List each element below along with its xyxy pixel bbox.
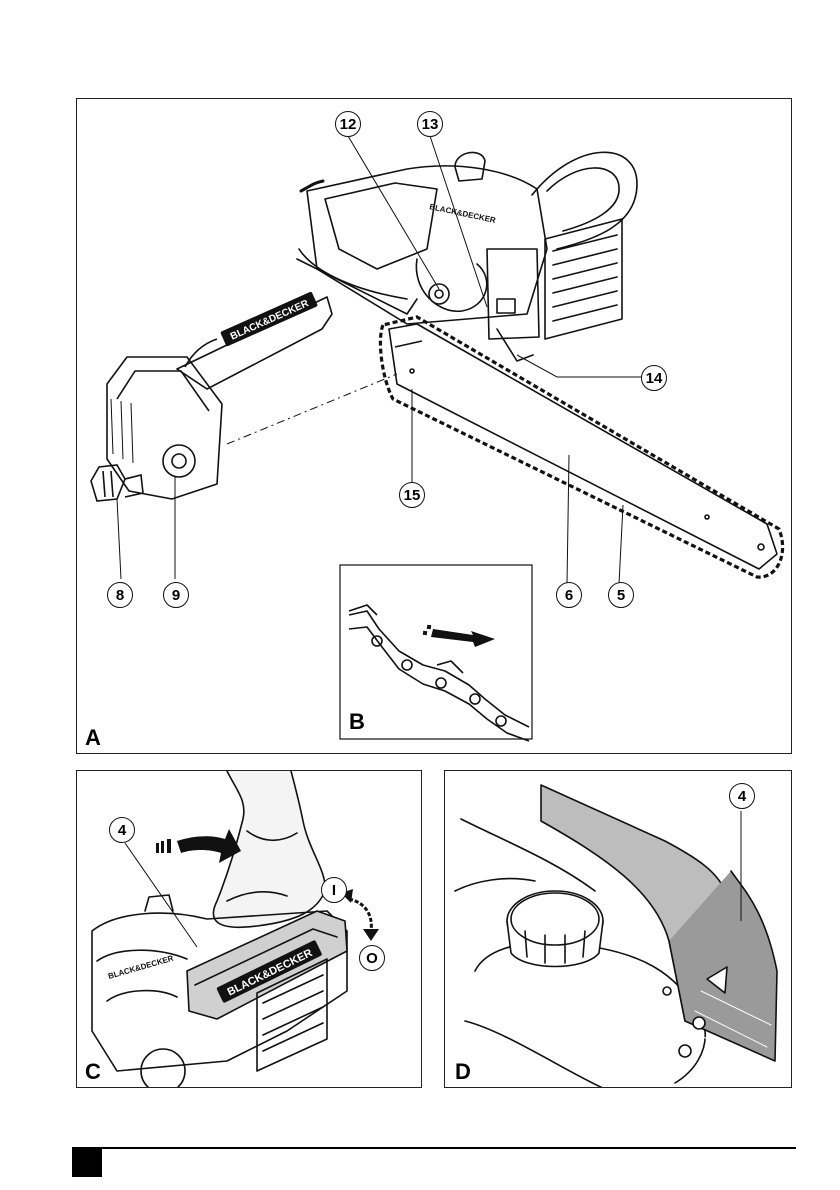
callout-4: 4 xyxy=(109,817,135,843)
callout-5: 5 xyxy=(608,582,634,608)
saw-chain xyxy=(380,317,782,577)
callout-12: 12 xyxy=(335,111,361,137)
callout-13: 13 xyxy=(417,111,443,137)
assembly-line xyxy=(227,374,397,444)
cover-knob xyxy=(91,465,125,501)
page-tab-marker xyxy=(72,1147,102,1177)
switch-arrow-icon xyxy=(349,899,371,931)
figure-d-drawing xyxy=(445,771,792,1088)
guide-bar xyxy=(389,324,777,569)
footer-rule xyxy=(72,1147,796,1149)
lock-open-icon xyxy=(693,1017,705,1029)
cover-logo-text: BLACK&DECKER xyxy=(229,298,311,343)
figure-a-panel: BLACK&DECKER BLACK&DECKER xyxy=(76,98,792,754)
figure-letter-c: C xyxy=(85,1061,101,1083)
figure-c-panel: BLACK&DECKER BLACK&DECKER 4 I O C xyxy=(76,770,422,1088)
figure-letter-a: A xyxy=(85,727,101,749)
lock-closed-icon xyxy=(679,1045,691,1057)
callout-6: 6 xyxy=(556,582,582,608)
machine-housing xyxy=(475,943,705,1083)
callout-14: 14 xyxy=(641,365,667,391)
figure-d-panel: 4 D xyxy=(444,770,792,1088)
figure-letter-d: D xyxy=(455,1061,471,1083)
body-logo-text: BLACK&DECKER xyxy=(107,954,175,981)
switch-off-label: O xyxy=(359,945,385,971)
figure-a-drawing: BLACK&DECKER BLACK&DECKER xyxy=(77,99,792,754)
switch-on-label: I xyxy=(321,877,347,903)
callout-8: 8 xyxy=(107,582,133,608)
callout-15: 15 xyxy=(399,482,425,508)
callout-4: 4 xyxy=(729,783,755,809)
rotate-arrow-icon xyxy=(156,829,241,863)
motor-logo-text: BLACK&DECKER xyxy=(429,202,497,225)
figure-letter-b: B xyxy=(349,711,365,733)
callout-9: 9 xyxy=(163,582,189,608)
